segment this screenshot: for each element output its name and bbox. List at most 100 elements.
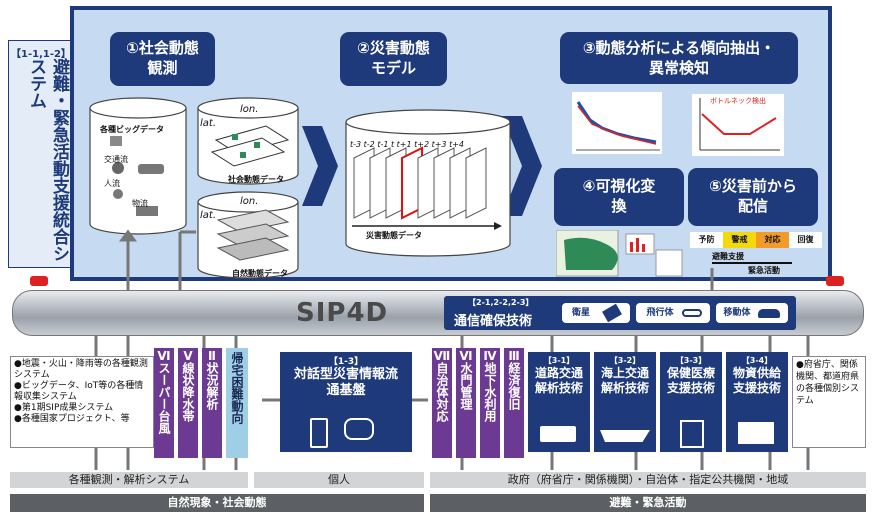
social-data-cylinder (197, 97, 299, 185)
left-list-item: ●各種国家プロジェクト、等 (14, 414, 130, 424)
vbox-num: Ⅴ (183, 349, 193, 363)
hospital-icon (680, 420, 704, 448)
tech-title: 物資供給支援技術 (732, 366, 781, 395)
vbox-num: Ⅳ (483, 349, 497, 363)
vbox-text: 状況解析 (205, 362, 219, 410)
ship-icon (600, 430, 650, 442)
bottleneck-label: ボトルネック検出 (710, 96, 766, 106)
vbox-text: 帰宅困難動向 (230, 352, 244, 424)
system-ref: 【1-1,1-2】 (11, 49, 71, 60)
bar-observation: 各種観測・解析システム (10, 472, 248, 488)
step4-title: ④可視化変換 (554, 168, 684, 226)
emergency-label: 緊急活動 (748, 266, 780, 275)
model-output-label: 災害動態データ (366, 231, 422, 240)
tech-title: 道路交通解析技術 (534, 366, 583, 395)
lat-label: lat. (200, 118, 217, 129)
center-title: 対話型災害情報流通基盤 (293, 367, 398, 398)
mid-vbox-economic: Ⅲ 経済復旧 (504, 348, 524, 458)
left-vbox-situation-analysis: Ⅱ 状況解析 (202, 348, 222, 458)
comm-title: 通信確保技術 (454, 314, 533, 329)
vbox-num: Ⅵ (459, 349, 473, 363)
bigdata-cylinder (89, 97, 187, 235)
system-label-panel: 【1-1,1-2】 (8, 40, 78, 268)
pipe-cap-right (826, 276, 844, 286)
mobile-pill: 移動体 (716, 303, 788, 323)
bar-individual: 個人 (254, 472, 424, 488)
evac-line (712, 262, 792, 264)
trend-chart (572, 92, 662, 154)
step2-title: ②災害動態モデル (340, 32, 447, 86)
center-platform: 【1-3】 対話型災害情報流通基盤 (280, 352, 412, 452)
chat-icon (344, 418, 374, 440)
step5-title: ⑤災害前から配信 (688, 168, 818, 226)
vbox-num: Ⅵ (157, 349, 171, 363)
tech-maritime: 【3-2】 海上交通解析技術 (594, 352, 656, 452)
phase-alert: 警戒 (723, 232, 756, 248)
flow-arrow-1 (302, 126, 338, 206)
tech-ref: 【3-3】 (675, 356, 707, 365)
tech-ref: 【3-2】 (609, 356, 641, 365)
step3-title: ③動態分析による傾向抽出・異常検知 (560, 32, 798, 84)
vbox-num: Ⅱ (208, 349, 216, 363)
logistics-label: 物流 (132, 199, 148, 208)
bigdata-label: 各種ビッグデータ (100, 125, 164, 134)
mid-vbox-groundwater: Ⅳ 地下水利用 (480, 348, 500, 458)
phase-timeline: 予防 警戒 対応 回復 (690, 232, 822, 248)
bar-evacuation: 避難・緊急活動 (430, 494, 866, 512)
flow-arrow-2 (502, 116, 542, 216)
nature-lat-label: lat. (200, 210, 217, 221)
tech-ref: 【3-1】 (543, 356, 575, 365)
vbox-text: 水門管理 (459, 362, 473, 410)
vbox-text: スーパー台風 (157, 362, 171, 434)
car-icon (758, 309, 780, 318)
system-name: 避難・緊急活動支援統合システム (26, 58, 69, 262)
tech-title: 保健医療支援技術 (666, 366, 715, 395)
model-time-labels: t-3 t-2 t-1 t t+1 t+2 t+3 t+4 (350, 140, 464, 149)
truck-icon (540, 426, 576, 442)
mid-vbox-floodgate: Ⅵ 水門管理 (456, 348, 476, 458)
tech-title: 海上交通解析技術 (600, 366, 649, 395)
center-ref: 【1-3】 (328, 357, 364, 367)
left-vbox-super-typhoon: Ⅵ スーパー台風 (154, 348, 174, 458)
vbox-text: 経済復旧 (507, 362, 521, 410)
tech-ref: 【3-4】 (741, 356, 773, 365)
tech-road: 【3-1】 道路交通解析技術 (528, 352, 590, 452)
flyer-pill: 飛行体 (636, 303, 710, 323)
phone-icon (310, 418, 328, 448)
people-label: 人流 (104, 179, 120, 188)
vbox-num: Ⅶ (433, 349, 451, 363)
phase-recover: 回復 (789, 232, 822, 248)
tech-supply: 【3-4】 物資供給支援技術 (726, 352, 788, 452)
tech-medical: 【3-3】 保健医療支援技術 (660, 352, 722, 452)
sip4d-logo: SIP4D (296, 298, 389, 328)
step1-title: ①社会動態観測 (110, 32, 215, 86)
left-list-item: ●ビッグデータ、IoT等の各種情報収集システム (14, 381, 144, 402)
traffic-label: 交通流 (104, 155, 128, 164)
nature-lon-label: lon. (240, 196, 259, 207)
vbox-text: 地下水利用 (483, 362, 497, 422)
model-cylinder (345, 109, 511, 257)
right-list-item: ●府省庁、関係機関、都道府県の各種個別システム (796, 360, 860, 406)
left-vbox-linear-rainband: Ⅴ 線状降水帯 (178, 348, 198, 458)
phase-respond: 対応 (756, 232, 789, 248)
left-system-list: ●地震・火山・降雨等の各種観測システム ●ビッグデータ、IoT等の各種情報収集シ… (10, 356, 154, 448)
evac-support-label: 避難支援 (712, 252, 744, 261)
left-list-item: ●地震・火山・降雨等の各種観測システム (14, 359, 148, 380)
visualization-maps (556, 230, 683, 277)
nature-data-cylinder (197, 191, 299, 279)
boxes-icon (738, 422, 774, 444)
bar-natural-social: 自然現象・社会動態 (10, 494, 424, 512)
vbox-text: 線状降水帯 (181, 362, 195, 422)
drone-icon (682, 309, 702, 317)
mid-vbox-municipal: Ⅶ 自治体対応 (432, 348, 452, 458)
lon-label: lon. (240, 104, 259, 115)
left-vbox-stranded-commuters: 帰宅困難動向 (226, 348, 248, 458)
left-list-item: ●第1期SIP成果システム (14, 403, 114, 413)
pipe-cap-left (30, 276, 48, 286)
right-system-list: ●府省庁、関係機関、都道府県の各種個別システム (792, 356, 866, 448)
bar-government: 政府（府省庁・関係機関）・自治体・指定公共機関・地域 (430, 472, 866, 488)
social-data-label: 社会動態データ (228, 175, 284, 184)
phase-prevent: 予防 (690, 232, 723, 248)
nature-data-label: 自然動態データ (232, 269, 288, 278)
vbox-num: Ⅲ (508, 349, 520, 363)
